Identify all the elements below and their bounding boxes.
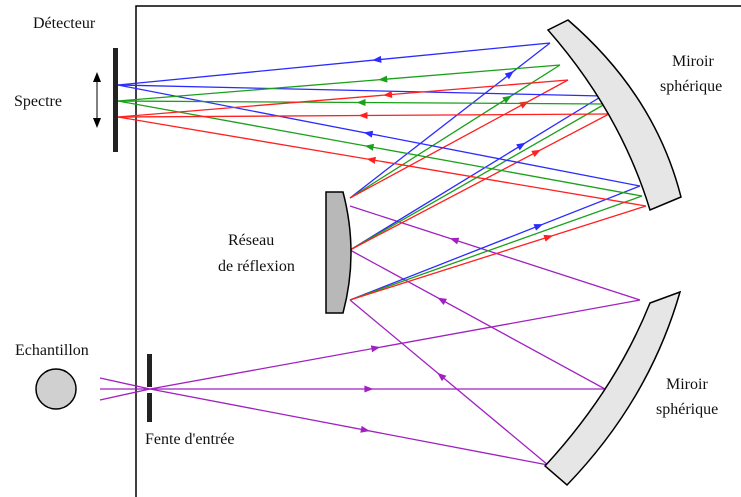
mirror-to-detector-blue — [117, 84, 603, 97]
grating-to-mirror-blue — [349, 42, 551, 199]
mirror-to-detector-red — [117, 79, 569, 118]
sample-ray — [99, 377, 151, 390]
grating-to-mirror-green — [349, 64, 561, 199]
grating-to-mirror-green — [349, 195, 643, 301]
mirror-to-detector-blue — [117, 42, 551, 86]
grating-to-mirror-green-arrowhead — [502, 95, 512, 104]
grating-to-mirror-red — [349, 113, 610, 251]
grating-to-mirror-red-arrowhead — [531, 149, 541, 158]
grating-to-mirror-blue-arrowhead — [504, 70, 514, 80]
mirror-to-detector-red-arrowhead — [383, 90, 393, 98]
mirror-to-grating-ray-arrowhead — [437, 297, 447, 306]
mirror-to-grating-ray — [349, 249, 606, 390]
mirror-to-detector-red — [117, 116, 647, 207]
slit-to-mirror-ray — [149, 388, 549, 466]
grating-label-line2: de réflexion — [218, 258, 295, 275]
housing-frame — [135, 5, 741, 497]
reflection-grating — [325, 191, 352, 314]
slit-to-mirror-ray-arrowhead — [360, 425, 370, 433]
detector-label: Détecteur — [33, 15, 96, 32]
mirror-to-detector-red-arrowhead — [366, 156, 376, 164]
sample-label: Echantillon — [15, 342, 89, 359]
mirror-to-detector-blue-arrowhead — [372, 55, 382, 63]
mirror-to-detector-blue — [117, 84, 641, 187]
mirror-to-detector-green-arrowhead — [356, 99, 366, 107]
mirror-to-grating-ray-arrowhead — [449, 237, 460, 245]
sample-ray — [99, 388, 151, 401]
mirror-to-detector-green-arrowhead — [364, 143, 375, 151]
grating-to-mirror-red — [349, 205, 647, 301]
bottom-mirror-label-line2: sphérique — [656, 401, 718, 418]
mirror-to-detector-green-arrowhead — [378, 75, 388, 83]
slit-label: Fente d'entrée — [145, 431, 235, 448]
mirror-to-grating-ray-arrowhead — [437, 372, 447, 382]
mirror-to-detector-green — [117, 64, 561, 102]
grating-to-mirror-blue — [349, 95, 603, 251]
grating-to-mirror-blue-arrowhead — [516, 142, 526, 151]
sample-circle — [35, 368, 77, 410]
detector — [113, 48, 118, 152]
entrance-slit — [147, 354, 152, 422]
slit-to-mirror-ray — [149, 299, 641, 390]
grating-label-line1: Réseau — [228, 232, 274, 249]
spectrum-double-arrow — [93, 72, 101, 128]
top-mirror-label-line1: Miroir — [672, 53, 714, 70]
grating-to-mirror-blue — [349, 185, 641, 301]
mirror-to-detector-blue-arrowhead — [363, 130, 374, 138]
grating-to-mirror-red-arrowhead — [543, 234, 554, 242]
bottom-mirror-label-line1: Miroir — [666, 376, 708, 393]
incident-rays — [99, 205, 641, 466]
top-mirror-label-line2: sphérique — [660, 78, 722, 95]
slit-to-mirror-ray-arrowhead — [364, 385, 374, 393]
spectrum-label: Spectre — [14, 93, 62, 110]
mirror-to-grating-ray — [349, 299, 549, 466]
slit-to-mirror-ray-arrowhead — [370, 345, 381, 353]
mirror-to-detector-red-arrowhead — [358, 111, 368, 119]
dispersed-rays — [117, 42, 647, 301]
grating-to-mirror-blue-arrowhead — [533, 224, 544, 231]
bottom-spherical-mirror — [543, 290, 682, 487]
grating-to-mirror-red — [349, 79, 569, 199]
top-spherical-mirror — [546, 19, 682, 212]
